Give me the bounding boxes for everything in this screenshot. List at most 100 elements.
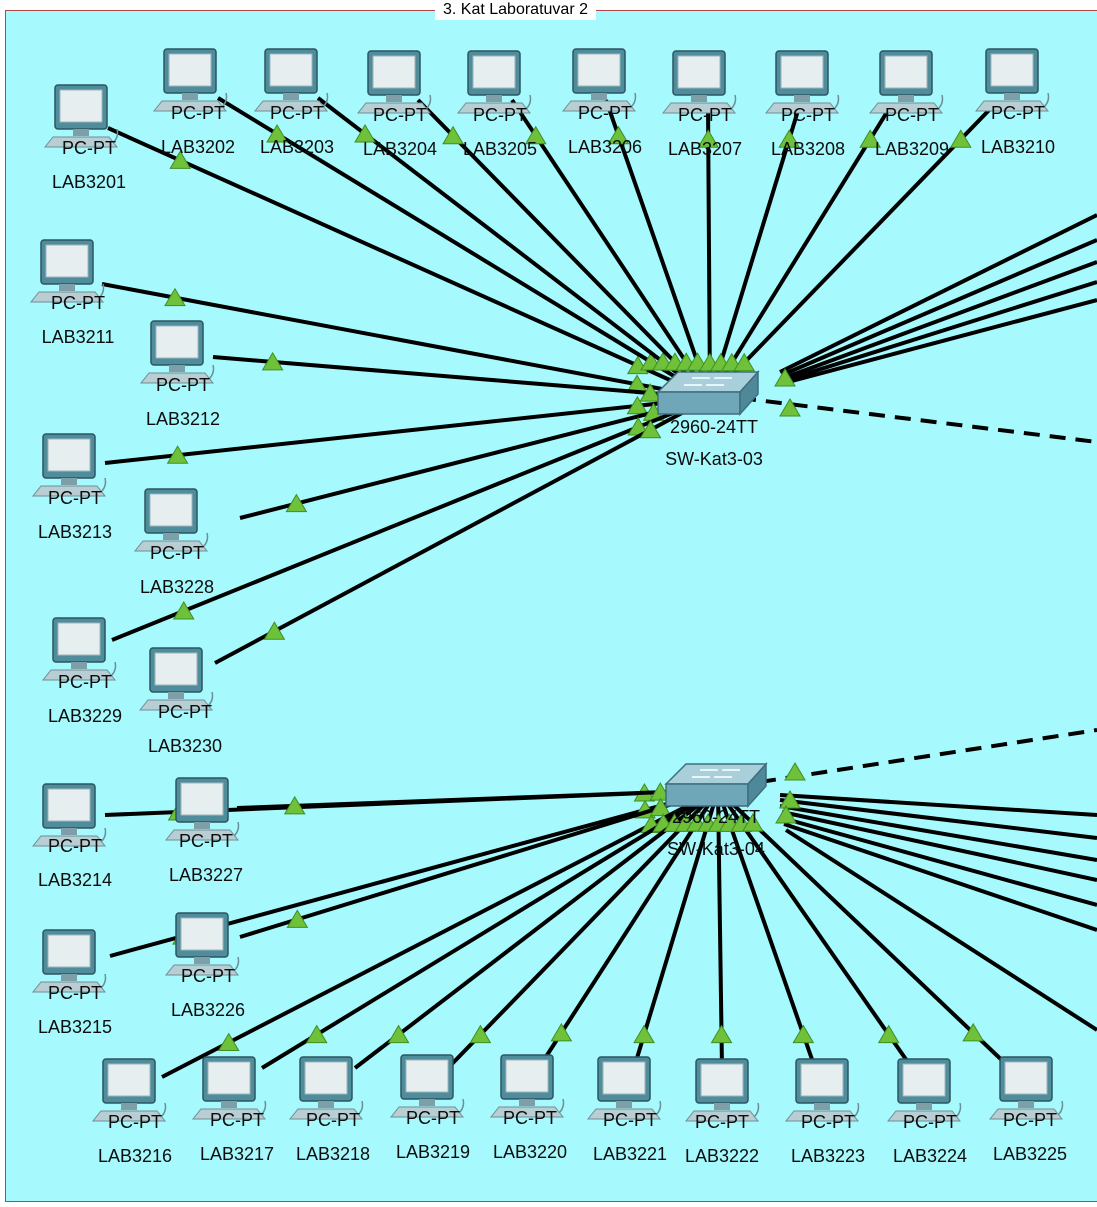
pc-mouse-cable bbox=[98, 283, 105, 299]
cable-lab3220 bbox=[538, 788, 720, 1068]
pc-lab3205[interactable]: PC-PT LAB3205 bbox=[456, 50, 537, 159]
pc-type-label: PC-PT bbox=[781, 105, 835, 125]
pc-lab3208[interactable]: PC-PT LAB3208 bbox=[764, 50, 845, 159]
pc-type-label: PC-PT bbox=[179, 831, 233, 851]
link-light-pc bbox=[354, 124, 376, 143]
pc-stand bbox=[71, 662, 87, 669]
area-title: 3. Kat Laboratuvar 2 bbox=[435, 0, 596, 20]
pc-type-label: PC-PT bbox=[150, 543, 204, 563]
link-light-pc bbox=[266, 124, 288, 143]
link-light-pc bbox=[778, 129, 801, 148]
pc-lab3230[interactable]: PC-PT LAB3230 bbox=[138, 647, 222, 756]
pc-mouse-cable bbox=[730, 94, 737, 110]
pc-type-label: PC-PT bbox=[51, 293, 105, 313]
pc-screen bbox=[59, 89, 103, 123]
link-light-switch bbox=[649, 797, 672, 817]
pc-screen bbox=[47, 438, 91, 472]
link-light-switch bbox=[774, 368, 796, 387]
switch-front bbox=[657, 391, 741, 415]
pc-name-label: LAB3207 bbox=[668, 139, 742, 159]
pc-mouse-cable bbox=[233, 956, 240, 972]
pc-type-label: PC-PT bbox=[158, 702, 212, 722]
pc-screen bbox=[780, 55, 824, 89]
pc-screen bbox=[47, 934, 91, 968]
pc-stand bbox=[73, 129, 89, 136]
pc-name-label: LAB3203 bbox=[260, 137, 334, 157]
pc-stand bbox=[486, 95, 502, 102]
pc-mouse-cable bbox=[937, 94, 944, 110]
pc-stand bbox=[419, 1099, 435, 1106]
pc-screen bbox=[677, 55, 721, 89]
link-light-pc bbox=[792, 1024, 815, 1044]
link-light-switch bbox=[741, 813, 764, 832]
pc-name-label: LAB3205 bbox=[463, 139, 537, 159]
pc-screen bbox=[800, 1063, 844, 1097]
cable-lab3206 bbox=[604, 99, 712, 399]
pc-type-label: PC-PT bbox=[406, 1108, 460, 1128]
pc-name-label: LAB3208 bbox=[771, 139, 845, 159]
pc-keyboard bbox=[43, 136, 119, 148]
pc-stand bbox=[283, 93, 299, 100]
pc-type-label: PC-PT bbox=[373, 105, 427, 125]
cable-offscreen bbox=[779, 798, 1097, 840]
pc-stand bbox=[61, 828, 77, 835]
cable-lab3208 bbox=[708, 103, 802, 399]
pc-stand bbox=[898, 95, 914, 102]
cable-lab3226 bbox=[239, 788, 719, 939]
cable-offscreen bbox=[781, 238, 1097, 377]
cable-offscreen bbox=[787, 298, 1097, 384]
pc-stand bbox=[194, 822, 210, 829]
pc-name-label: LAB3230 bbox=[148, 736, 222, 756]
cable-lab3212 bbox=[212, 355, 711, 400]
pc-keyboard bbox=[456, 102, 532, 114]
pc-name-label: LAB3202 bbox=[161, 137, 235, 157]
cable-lab3201 bbox=[107, 126, 711, 400]
pc-screen bbox=[47, 788, 91, 822]
pc-type-label: PC-PT bbox=[1003, 1110, 1057, 1130]
pc-stand bbox=[221, 1101, 237, 1108]
link-light-pc bbox=[169, 150, 192, 169]
pc-keyboard bbox=[31, 485, 107, 497]
pc-keyboard bbox=[138, 699, 214, 711]
link-light-pc bbox=[962, 1022, 985, 1042]
pc-type-label: PC-PT bbox=[473, 105, 527, 125]
pc-screen bbox=[154, 652, 198, 686]
pc-stand bbox=[1018, 1101, 1034, 1108]
pc-type-label: PC-PT bbox=[885, 105, 939, 125]
link-light-pc bbox=[387, 1024, 410, 1044]
cable-offscreen bbox=[779, 793, 1097, 817]
cable-lab3222 bbox=[716, 789, 724, 1069]
pc-keyboard bbox=[784, 1110, 860, 1122]
pc-screen bbox=[207, 1061, 251, 1095]
